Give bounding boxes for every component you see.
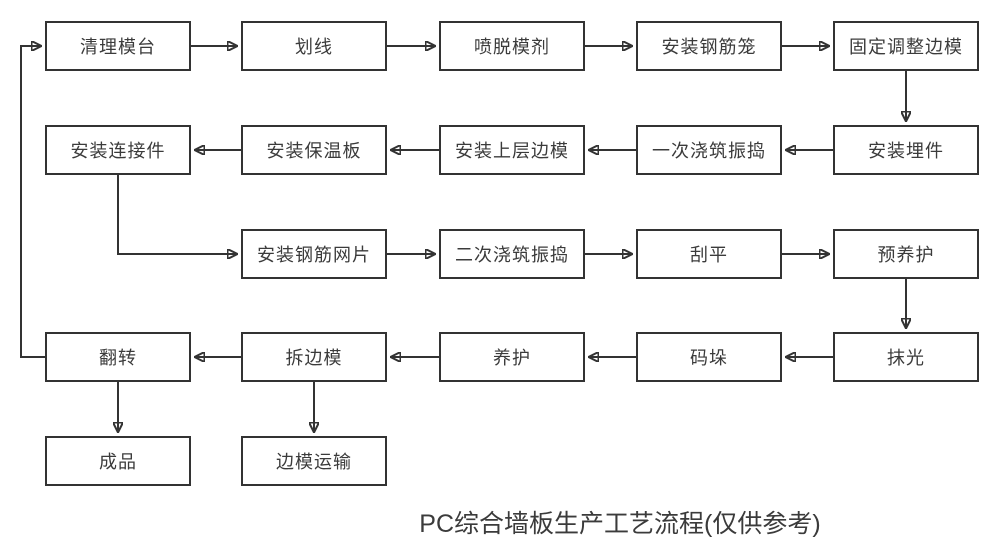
node-flip: 翻转 [45, 332, 191, 382]
diagram-caption: PC综合墙板生产工艺流程(仅供参考) [419, 510, 821, 538]
node-remove-side-mold: 拆边模 [241, 332, 387, 382]
node-scrape-flat: 刮平 [636, 229, 782, 279]
node-install-rebar-mesh: 安装钢筋网片 [241, 229, 387, 279]
node-side-mold-transport: 边模运输 [241, 436, 387, 486]
node-install-insulation-board: 安装保温板 [241, 125, 387, 175]
node-curing: 养护 [439, 332, 585, 382]
node-spray-release-agent: 喷脱模剂 [439, 21, 585, 71]
node-fix-adjust-side-mold: 固定调整边模 [833, 21, 979, 71]
node-pre-curing: 预养护 [833, 229, 979, 279]
node-stacking: 码垛 [636, 332, 782, 382]
node-finished-product: 成品 [45, 436, 191, 486]
connector-connectors-to-rebar-mesh [117, 175, 236, 254]
node-install-rebar-cage: 安装钢筋笼 [636, 21, 782, 71]
node-trowel-polish: 抹光 [833, 332, 979, 382]
connector-flip-loop-to-clean-platform [20, 46, 45, 358]
node-first-pour-vibrate: 一次浇筑振捣 [636, 125, 782, 175]
node-install-upper-side-mold: 安装上层边模 [439, 125, 585, 175]
node-install-connectors: 安装连接件 [45, 125, 191, 175]
node-second-pour-vibrate: 二次浇筑振捣 [439, 229, 585, 279]
node-install-embedded-parts: 安装埋件 [833, 125, 979, 175]
node-marking: 划线 [241, 21, 387, 71]
node-clean-platform: 清理模台 [45, 21, 191, 71]
